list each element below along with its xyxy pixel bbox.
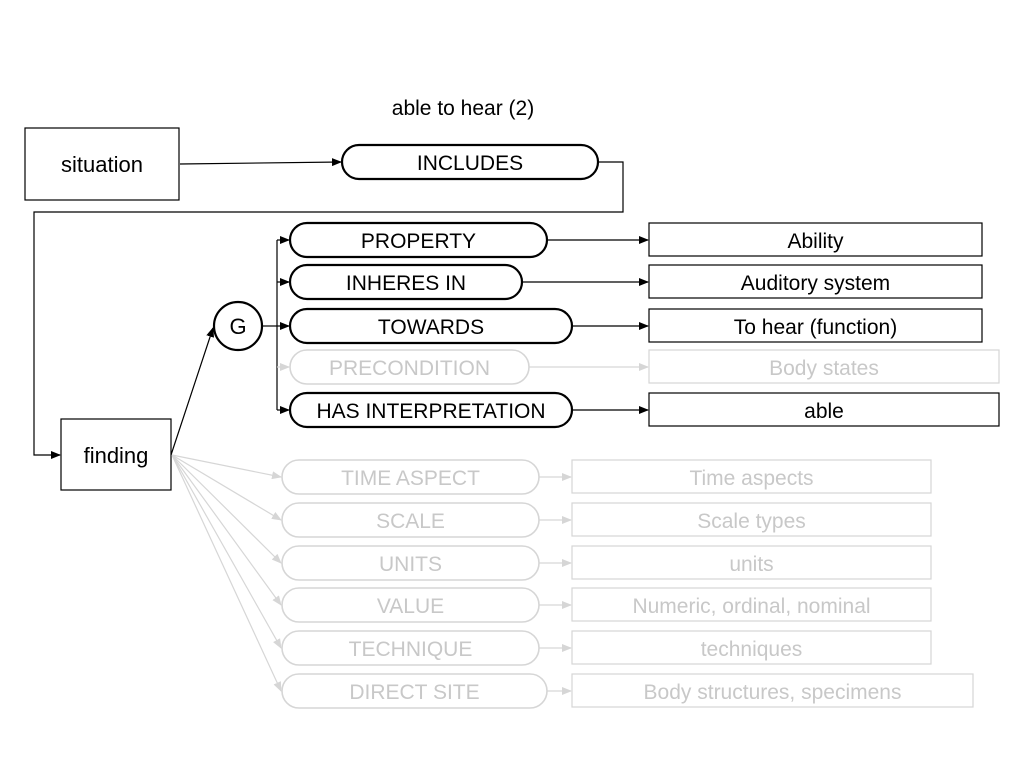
units-incoming-edge xyxy=(171,454,282,564)
attribute-row-units: UNITS units xyxy=(171,454,932,581)
technique-relation-label: TECHNIQUE xyxy=(349,638,473,661)
inheres-in-relation-label: INHERES IN xyxy=(346,272,466,295)
technique-incoming-edge xyxy=(171,454,282,649)
finding-node: finding xyxy=(60,418,172,491)
direct-site-target-label: Body structures, specimens xyxy=(644,681,902,704)
time-aspect-target-label: Time aspects xyxy=(689,467,813,490)
units-target-box xyxy=(571,545,932,580)
attribute-row-inheres-in: INHERES IN Auditory system xyxy=(277,263,983,301)
scale-target-label: Scale types xyxy=(697,510,806,533)
precondition-target-box xyxy=(648,349,1000,384)
time-aspect-target-box xyxy=(571,459,932,494)
direct-site-relation-label: DIRECT SITE xyxy=(349,681,479,704)
attribute-row-technique: TECHNIQUE techniques xyxy=(171,454,932,666)
has-interpretation-target-label: able xyxy=(804,400,844,423)
scale-relation-label: SCALE xyxy=(376,510,445,533)
scale-target-box xyxy=(571,502,932,537)
situation-label: situation xyxy=(61,152,143,177)
inheres-in-target-box xyxy=(648,264,983,299)
value-incoming-edge xyxy=(171,454,282,606)
attribute-row-has-interpretation: HAS INTERPRETATION able xyxy=(277,391,1000,429)
attribute-row-value: VALUE Numeric, ordinal, nominal xyxy=(171,454,932,623)
property-relation-label: PROPERTY xyxy=(361,230,476,253)
towards-relation-label: TOWARDS xyxy=(378,316,484,339)
property-target-box xyxy=(648,222,983,257)
towards-target-box xyxy=(648,308,983,343)
finding-to-group-edge xyxy=(170,327,214,456)
attribute-row-time-aspect: TIME ASPECT Time aspects xyxy=(171,454,932,495)
group-node: G xyxy=(212,300,264,352)
time-aspect-relation-label: TIME ASPECT xyxy=(341,467,480,490)
finding-label: finding xyxy=(84,443,149,468)
direct-site-incoming-edge xyxy=(171,454,282,692)
technique-target-box xyxy=(571,630,932,665)
attribute-row-scale: SCALE Scale types xyxy=(171,454,932,538)
has-interpretation-relation-label: HAS INTERPRETATION xyxy=(316,400,545,423)
units-relation-label: UNITS xyxy=(379,553,442,576)
has-interpretation-target-box xyxy=(648,392,1000,427)
diagram-title: able to hear (2) xyxy=(392,97,534,120)
situation-to-includes-edge xyxy=(179,158,342,167)
value-target-box xyxy=(571,587,932,622)
scale-incoming-edge xyxy=(171,454,282,521)
includes-label: INCLUDES xyxy=(417,152,523,175)
situation-node: situation xyxy=(24,127,180,201)
value-target-label: Numeric, ordinal, nominal xyxy=(632,595,870,618)
inheres-in-target-label: Auditory system xyxy=(741,272,890,295)
value-relation-label: VALUE xyxy=(377,595,444,618)
units-target-label: units xyxy=(729,553,773,576)
group-label: G xyxy=(229,314,246,339)
group-branch-lines xyxy=(262,240,278,410)
attribute-row-property: PROPERTY Ability xyxy=(277,221,983,259)
precondition-target-label: Body states xyxy=(769,357,879,380)
includes-relation: INCLUDES xyxy=(340,143,600,181)
property-target-label: Ability xyxy=(787,230,844,253)
towards-target-label: To hear (function) xyxy=(734,316,897,339)
direct-site-target-box xyxy=(571,673,974,708)
attribute-row-towards: TOWARDS To hear (function) xyxy=(277,307,983,345)
time-aspect-incoming-edge xyxy=(171,454,282,480)
includes-to-finding-edge xyxy=(33,161,624,459)
attribute-row-precondition: PRECONDITION Body states xyxy=(277,349,1000,385)
attribute-row-direct-site: DIRECT SITE Body structures, specimens xyxy=(171,454,974,709)
technique-target-label: techniques xyxy=(701,638,803,661)
precondition-relation-label: PRECONDITION xyxy=(329,357,490,380)
